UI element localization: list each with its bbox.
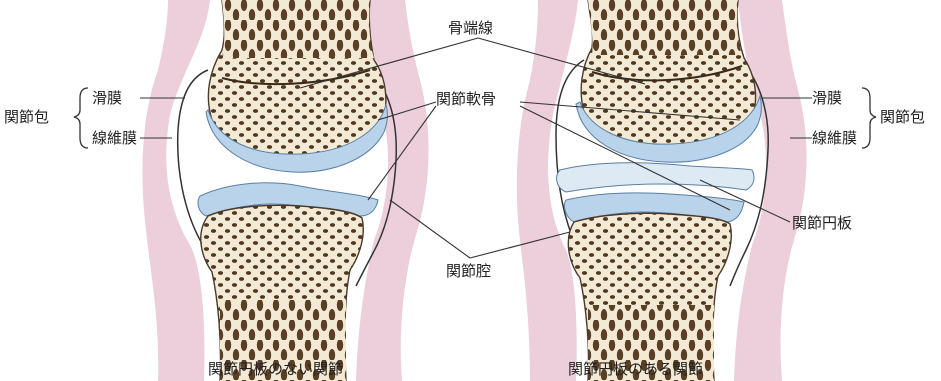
joint-capsule-left (142, 0, 210, 381)
brace-right (862, 88, 876, 148)
label-fibrous-membrane-right: 線維膜 (812, 129, 857, 147)
upper-bone-shaft-2 (588, 0, 742, 55)
joint-with-disc (517, 0, 807, 381)
label-joint-capsule-right: 関節包 (880, 108, 925, 126)
joint-without-disc (142, 0, 428, 381)
upper-bone-shaft (222, 0, 374, 58)
label-synovial-membrane-right: 滑膜 (812, 89, 842, 107)
label-articular-disc: 関節円板 (792, 214, 852, 232)
label-epiphyseal-line: 骨端線 (448, 19, 493, 37)
caption-right: 関節円板のある関節 (568, 360, 703, 378)
label-fibrous-membrane-left: 線維膜 (92, 129, 137, 147)
label-joint-capsule-left: 関節包 (4, 108, 49, 126)
label-articular-cartilage: 関節軟骨 (436, 90, 496, 108)
label-joint-cavity: 関節腔 (446, 262, 491, 280)
brace-left (74, 88, 88, 148)
articular-disc-shape (557, 163, 754, 192)
caption-left: 関節円板のない関節 (208, 360, 343, 378)
joint-capsule-right-2 (734, 0, 807, 381)
label-synovial-membrane-left: 滑膜 (92, 89, 122, 107)
